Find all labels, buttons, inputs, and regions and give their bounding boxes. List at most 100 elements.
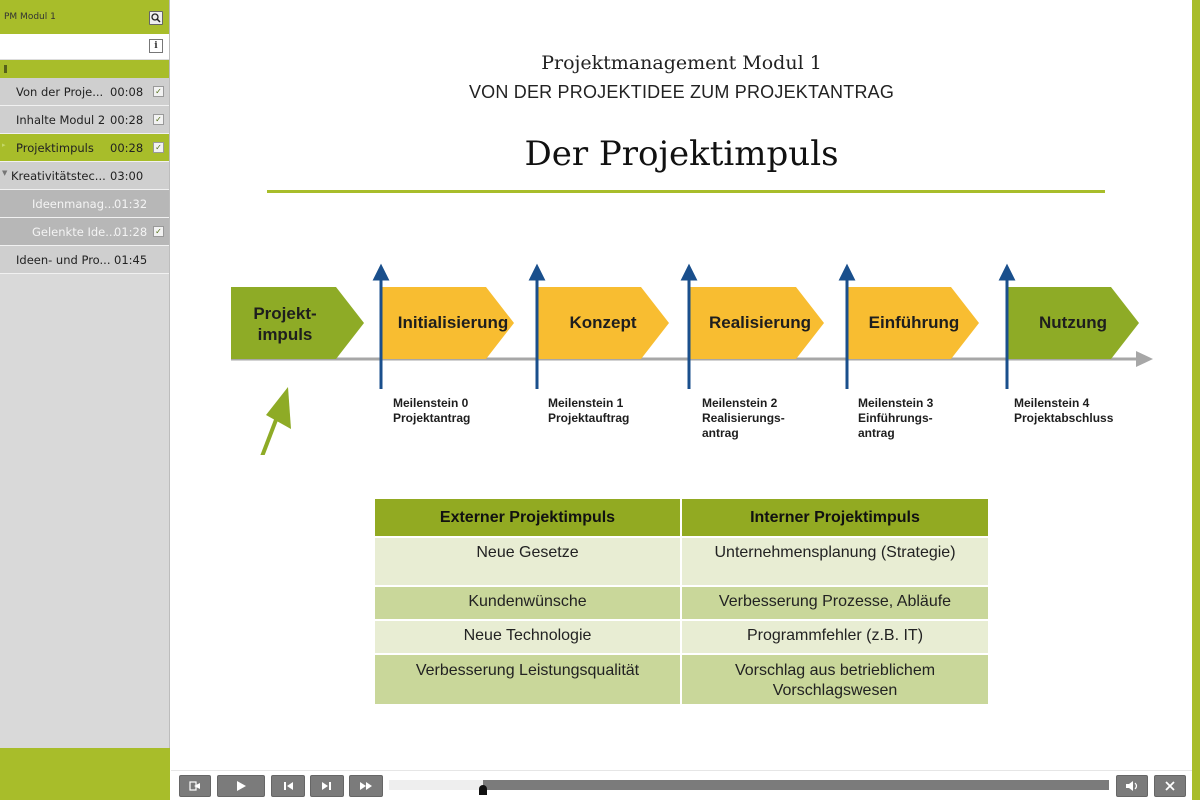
phase-label-line: Projekt- (253, 304, 317, 323)
slide-list-item[interactable]: ▼ Kreativitätstec... 03:00 (0, 162, 169, 190)
milestone-2-label: Meilenstein 2 Realisierungs- antrag (702, 396, 785, 441)
milestone-label-line: Einführungs- (858, 411, 933, 425)
exit-icon[interactable] (179, 775, 211, 797)
table-row: Verbesserung Leistungsqualität Vorschlag… (375, 653, 990, 704)
slide-title: Von der Proje... (16, 85, 104, 99)
milestone-label-line: Meilenstein 0 (393, 396, 469, 410)
slide-title: Gelenkte Ide... (32, 225, 117, 239)
viewed-check-icon: ✓ (153, 114, 164, 125)
slide-list-item-active[interactable]: ▸ Projektimpuls 00:28 ✓ (0, 134, 169, 162)
slide-list-item[interactable]: Inhalte Modul 2 00:28 ✓ (0, 106, 169, 134)
viewed-check-icon: ✓ (153, 226, 164, 237)
slide-list-subitem[interactable]: Ideenmanag... 01:32 (0, 190, 169, 218)
slide-duration: 00:28 (110, 113, 144, 127)
impulse-table: Externer Projektimpuls Interner Projekti… (375, 499, 990, 704)
playback-bar (171, 770, 1192, 800)
phase-label-einfuehrung: Einführung (868, 313, 960, 332)
table-row: Neue Gesetze Unternehmensplanung (Strate… (375, 536, 990, 586)
phase-projektimpuls-shape (231, 287, 364, 359)
table-cell: Unternehmensplanung (Strategie) (681, 536, 990, 586)
slide-list-item[interactable]: Ideen- und Pro... 01:45 (0, 246, 169, 274)
slide-canvas: Projektmanagement Modul 1 VON DER PROJEK… (171, 0, 1192, 770)
slide-title: Inhalte Modul 2 (16, 113, 106, 127)
table-cell: Vorschlag aus betrieblichem Vorschlagswe… (681, 653, 990, 704)
play-icon[interactable] (217, 775, 265, 797)
phase-label-projektimpuls: Projekt- impuls (235, 303, 335, 345)
table-header-cell: Interner Projektimpuls (681, 499, 990, 537)
sidebar-footer (0, 748, 170, 800)
search-icon[interactable] (149, 11, 163, 25)
table-cell: Verbesserung Leistungsqualität (375, 653, 682, 704)
slide-list-subitem[interactable]: Gelenkte Ide... 01:28 ✓ (0, 218, 169, 246)
slide-title: Ideenmanag... (32, 197, 115, 211)
phase-nutzung-shape (1007, 287, 1139, 359)
section-marker (4, 65, 7, 73)
close-icon[interactable] (1154, 775, 1186, 797)
slide-border-right (1192, 0, 1200, 800)
expand-caret-icon[interactable]: ▼ (2, 169, 8, 177)
phase-label-line: impuls (257, 325, 313, 344)
progress-played (483, 780, 1109, 790)
sidebar-header: PM Modul 1 (0, 0, 169, 34)
table-header-cell: Externer Projektimpuls (375, 499, 682, 537)
slide-title: Projektimpuls (16, 141, 94, 155)
milestone-label-line: antrag (702, 426, 739, 440)
table-cell: Neue Gesetze (375, 536, 682, 586)
slide-title: Der Projektimpuls (524, 134, 839, 174)
milestone-0-label: Meilenstein 0 Projektantrag (393, 396, 470, 426)
phase-label-initialisierung: Initialisierung (397, 313, 509, 332)
milestone-1-label: Meilenstein 1 Projektauftrag (548, 396, 629, 426)
sidebar-info-row: i (0, 34, 169, 60)
slide-duration: 01:32 (114, 197, 148, 211)
table-cell: Neue Technologie (375, 619, 682, 654)
timeline-arrowhead (1136, 351, 1153, 367)
viewed-check-icon: ✓ (153, 142, 164, 153)
milestone-3-label: Meilenstein 3 Einführungs- antrag (858, 396, 933, 441)
volume-icon[interactable] (1116, 775, 1148, 797)
slide-list-item[interactable]: Von der Proje... 00:08 ✓ (0, 78, 169, 106)
milestone-label-line: Meilenstein 1 (548, 396, 624, 410)
milestone-3-arrowhead (838, 263, 856, 281)
next-icon[interactable] (310, 775, 344, 797)
slide-duration: 00:28 (110, 141, 144, 155)
progress-track[interactable] (389, 780, 1109, 790)
table-header-row: Externer Projektimpuls Interner Projekti… (375, 499, 990, 537)
milestone-4-label: Meilenstein 4 Projektabschluss (1014, 396, 1113, 426)
slide-duration: 01:45 (114, 253, 148, 267)
milestone-label-line: Projektauftrag (548, 411, 630, 425)
phase-label-nutzung: Nutzung (1039, 313, 1107, 332)
phase-konzept-shape (537, 287, 669, 359)
table-cell: Programmfehler (z.B. IT) (681, 619, 990, 654)
milestone-1-arrowhead (528, 263, 546, 281)
milestone-label-line: Meilenstein 4 (1014, 396, 1090, 410)
table-cell: Kundenwünsche (375, 585, 682, 620)
phase-initialisierung-shape (381, 287, 514, 359)
info-icon[interactable]: i (149, 39, 163, 53)
slide-header-topic: VON DER PROJEKTIDEE ZUM PROJEKTANTRAG (468, 82, 895, 102)
course-title: PM Modul 1 (4, 12, 56, 22)
milestone-label-line: Projektantrag (393, 411, 471, 425)
process-diagram (231, 263, 1153, 455)
table-cell: Verbesserung Prozesse, Abläufe (681, 585, 990, 620)
slide-title: Kreativitätstec... (11, 169, 106, 183)
progress-thumb[interactable] (479, 785, 487, 795)
milestone-label-line: Meilenstein 2 (702, 396, 778, 410)
pointer-arrowhead (266, 387, 291, 429)
slide-duration: 01:28 (114, 225, 148, 239)
milestone-4-arrowhead (998, 263, 1016, 281)
phase-realisierung-shape (689, 287, 824, 359)
slide-duration: 00:08 (110, 85, 144, 99)
milestone-2-arrowhead (680, 263, 698, 281)
milestone-label-line: Meilenstein 3 (858, 396, 934, 410)
phase-label-konzept: Konzept (569, 313, 637, 332)
fast-forward-icon[interactable] (349, 775, 383, 797)
title-underline (267, 190, 1105, 193)
previous-icon[interactable] (271, 775, 305, 797)
slide-duration: 03:00 (110, 169, 144, 183)
table-row: Kundenwünsche Verbesserung Prozesse, Abl… (375, 585, 990, 620)
phase-einfuehrung-shape (847, 287, 979, 359)
slide-title: Ideen- und Pro... (16, 253, 111, 267)
milestone-label-line: antrag (858, 426, 895, 440)
milestone-label-line: Projektabschluss (1014, 411, 1114, 425)
